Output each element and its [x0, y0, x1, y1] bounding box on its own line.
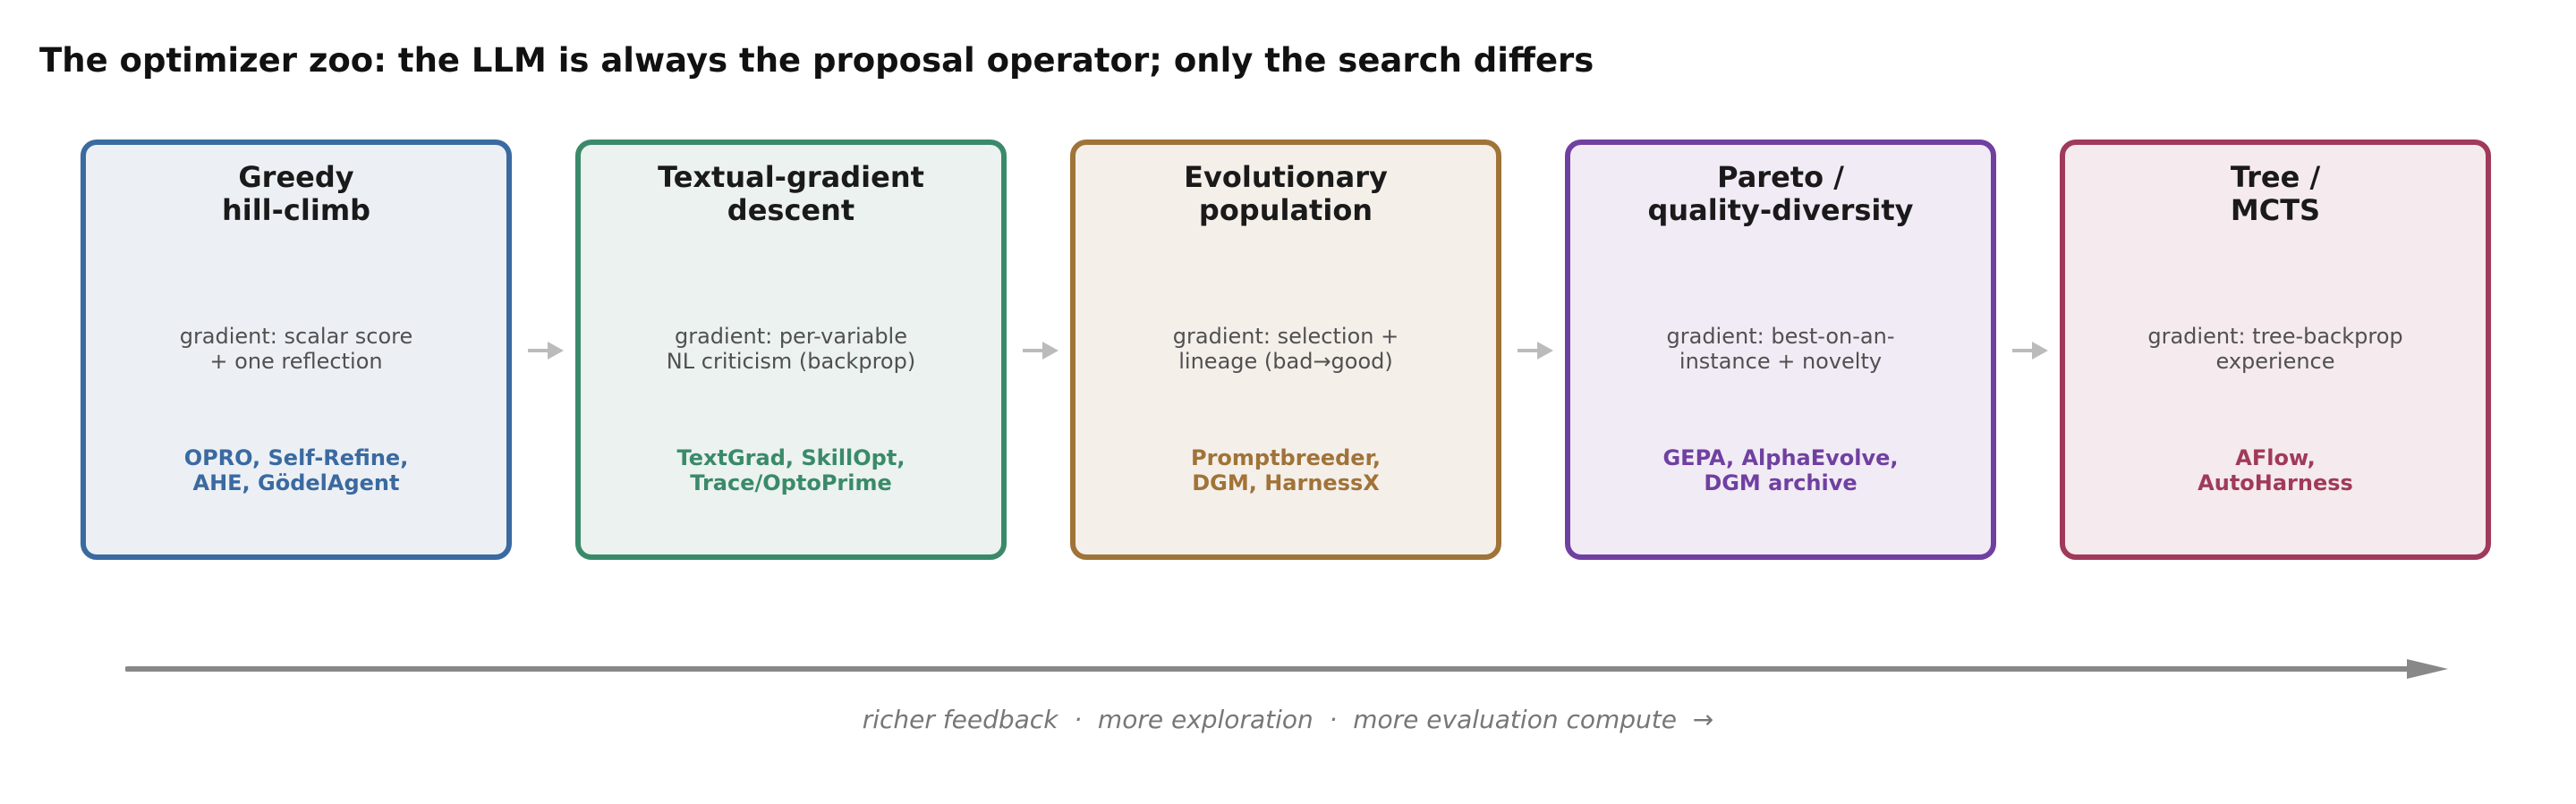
stage-example-line: TextGrad, SkillOpt,: [676, 445, 905, 470]
stage-name-line: Evolutionary: [1184, 160, 1388, 194]
stage-name-line: Textual-gradient: [658, 160, 924, 194]
axis-caption: richer feedback · more exploration · mor…: [862, 705, 1714, 734]
stage-example-line: Trace/OptoPrime: [690, 470, 892, 495]
stage-examples: GEPA, AlphaEvolve, DGM archive: [1570, 445, 1991, 495]
stage-examples: OPRO, Self-Refine, AHE, GödelAgent: [86, 445, 506, 495]
stage-card-greedy-hill-climb: Greedy hill-climb gradient: scalar score…: [81, 140, 512, 560]
stage-name-line: quality-diversity: [1647, 193, 1914, 227]
stage-name-line: population: [1198, 193, 1373, 227]
step-arrow-icon: [1518, 342, 1553, 360]
stage-name-line: descent: [727, 193, 855, 227]
stage-name-line: Tree /: [2230, 160, 2321, 194]
stage-card-textual-gradient-descent: Textual-gradient descent gradient: per-v…: [575, 140, 1007, 560]
stage-example-line: Promptbreeder,: [1190, 445, 1382, 470]
stage-example-line: AFlow,: [2235, 445, 2316, 470]
stage-gradient-line: experience: [2215, 349, 2335, 374]
stage-gradient-line: lineage (bad→good): [1178, 349, 1393, 374]
step-arrow-head: [2032, 342, 2048, 360]
stage-name-line: MCTS: [2230, 193, 2321, 227]
stage-examples: Promptbreeder, DGM, HarnessX: [1075, 445, 1496, 495]
stage-gradient-line: NL criticism (backprop): [666, 349, 916, 374]
progression-axis-arrow-icon: [125, 659, 2448, 679]
stage-name: Textual-gradient descent: [581, 161, 1001, 227]
stage-gradient-description: gradient: scalar score + one reflection: [86, 324, 506, 374]
stage-name: Pareto / quality-diversity: [1570, 161, 1991, 227]
stage-example-line: GEPA, AlphaEvolve,: [1662, 445, 1899, 470]
stage-gradient-line: gradient: scalar score: [179, 324, 413, 349]
stage-gradient-description: gradient: per-variable NL criticism (bac…: [581, 324, 1001, 374]
diagram-title: The optimizer zoo: the LLM is always the…: [39, 41, 1594, 80]
stage-gradient-line: gradient: per-variable: [675, 324, 907, 349]
stage-gradient-line: gradient: best-on-an-: [1666, 324, 1895, 349]
stage-example-line: OPRO, Self-Refine,: [183, 445, 409, 470]
stage-card-tree-mcts: Tree / MCTS gradient: tree-backprop expe…: [2060, 140, 2491, 560]
stage-gradient-line: + one reflection: [209, 349, 383, 374]
stage-example-line: DGM archive: [1704, 470, 1858, 495]
stage-name-line: Greedy: [238, 160, 354, 194]
stage-gradient-line: gradient: selection +: [1172, 324, 1399, 349]
axis-head: [2407, 659, 2448, 679]
stage-name: Tree / MCTS: [2065, 161, 2486, 227]
stage-name-line: Pareto /: [1717, 160, 1844, 194]
stage-gradient-description: gradient: best-on-an- instance + novelty: [1570, 324, 1991, 374]
stage-examples: AFlow, AutoHarness: [2065, 445, 2486, 495]
stage-name: Evolutionary population: [1075, 161, 1496, 227]
stage-card-evolutionary-population: Evolutionary population gradient: select…: [1070, 140, 1501, 560]
stage-example-line: AHE, GödelAgent: [192, 470, 400, 495]
stage-gradient-description: gradient: selection + lineage (bad→good): [1075, 324, 1496, 374]
stage-gradient-line: gradient: tree-backprop: [2147, 324, 2403, 349]
step-arrow-icon: [528, 342, 564, 360]
stage-gradient-description: gradient: tree-backprop experience: [2065, 324, 2486, 374]
stage-name: Greedy hill-climb: [86, 161, 506, 227]
stage-gradient-line: instance + novelty: [1679, 349, 1883, 374]
step-arrow-icon: [1023, 342, 1058, 360]
stage-examples: TextGrad, SkillOpt, Trace/OptoPrime: [581, 445, 1001, 495]
stage-card-pareto-quality-diversity: Pareto / quality-diversity gradient: bes…: [1565, 140, 1996, 560]
stage-example-line: AutoHarness: [2198, 470, 2353, 495]
stage-name-line: hill-climb: [221, 193, 371, 227]
step-arrow-head: [1042, 342, 1058, 360]
step-arrow-icon: [2012, 342, 2048, 360]
step-arrow-head: [548, 342, 564, 360]
step-arrow-head: [1537, 342, 1553, 360]
stage-example-line: DGM, HarnessX: [1192, 470, 1380, 495]
